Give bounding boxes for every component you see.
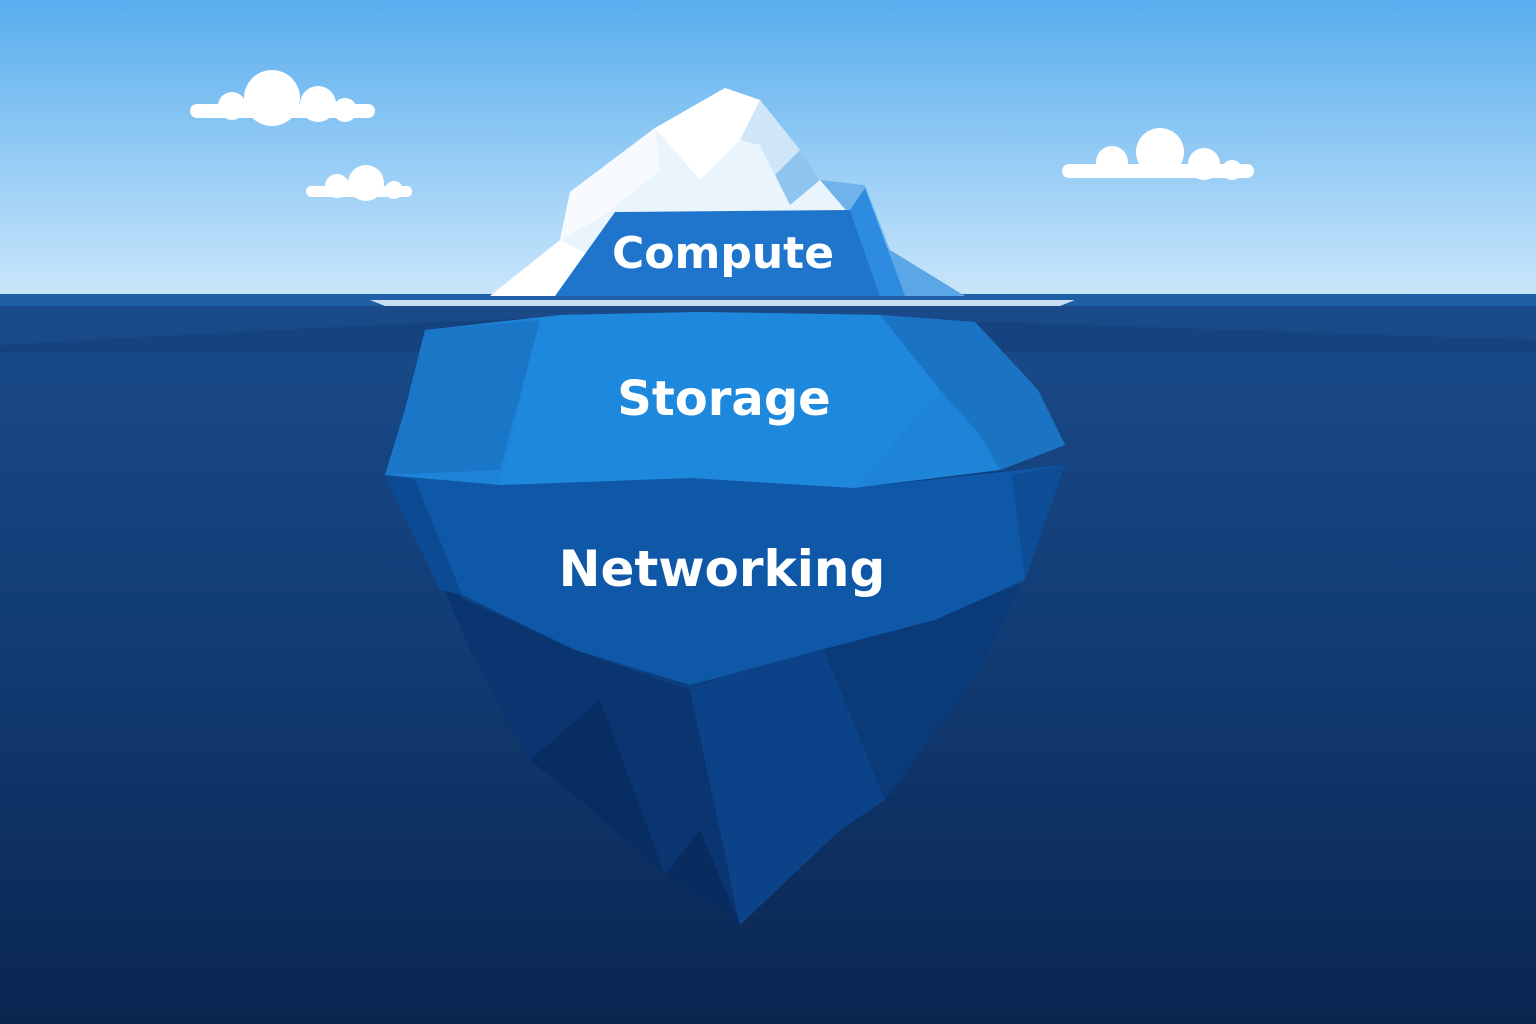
cloud-left-lower [306,165,412,201]
storage-label: Storage [617,371,830,427]
networking-label: Networking [559,540,886,598]
networking-band-right-facet [1012,465,1065,580]
networking-band [385,465,1065,685]
waterline-shimmer [370,300,1075,306]
storage-band-right-facet [880,315,1065,470]
storage-band-left-facet [385,320,540,475]
storage-band-front-facet [500,312,940,488]
compute-band [555,210,880,296]
compute-label: Compute [612,228,834,279]
cloud-left-upper [190,70,375,126]
networking-band-left-facet [385,475,462,595]
compute-band-right-facet [850,188,905,296]
cloud-right [1062,128,1254,180]
